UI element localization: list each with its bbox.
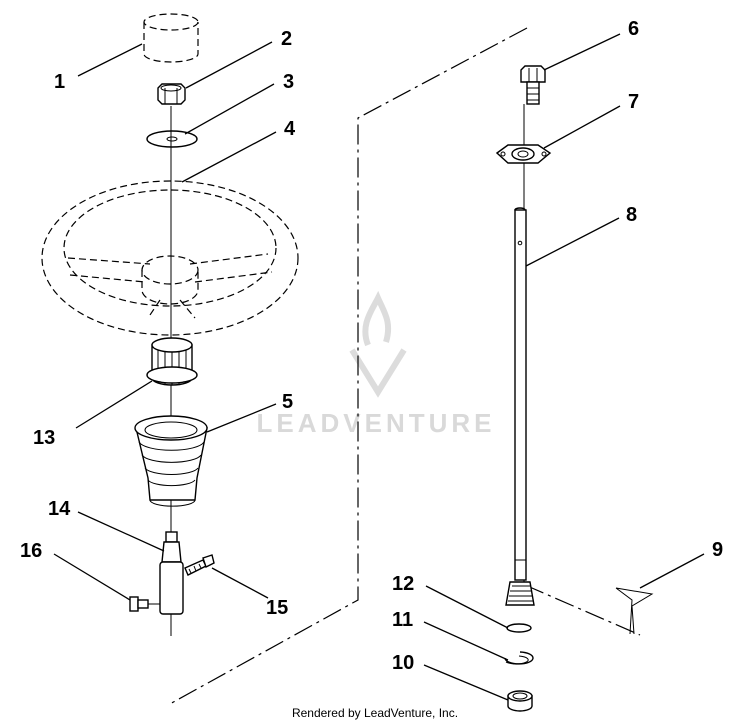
callout-11: 11: [392, 609, 413, 631]
callout-2: 2: [281, 28, 292, 50]
callout-labels: 1 2 3 4 5 6 7 8 9 10 11 12 13 14 15 16: [20, 18, 723, 674]
part-3-washer: [146, 130, 198, 148]
part-5-boot: [134, 415, 208, 507]
watermark: LEADVENTURE: [256, 290, 495, 438]
callout-9: 9: [712, 539, 723, 561]
part-1-cap: [143, 13, 199, 63]
callout-7: 7: [628, 91, 639, 113]
part-12-gear: [505, 581, 535, 633]
part-9-clip: [615, 587, 654, 635]
centerline-gear: [524, 584, 641, 636]
callout-6: 6: [628, 18, 639, 40]
part-2-nut: [157, 83, 186, 105]
callout-14: 14: [48, 498, 71, 520]
callout-4: 4: [284, 118, 296, 140]
callout-3: 3: [283, 71, 294, 93]
part-6-bolt: [520, 65, 546, 105]
part-14-shaft: [159, 531, 184, 636]
part-15-bolt: [184, 554, 215, 576]
callout-13: 13: [33, 427, 55, 449]
callout-1: 1: [54, 71, 65, 93]
callout-10: 10: [392, 652, 414, 674]
footer-credit: Rendered by LeadVenture, Inc.: [291, 706, 459, 720]
part-8-shaft: [514, 207, 527, 581]
watermark-text: LEADVENTURE: [256, 408, 495, 438]
part-16-fitting: [129, 596, 160, 612]
watermark-logo-icon: [349, 290, 407, 398]
part-4-steering-wheel: [41, 180, 299, 336]
part-10-bushing: [507, 690, 533, 712]
callout-15: 15: [266, 597, 288, 619]
subassembly-boundary: [167, 27, 528, 706]
leader-lines: [53, 33, 705, 701]
callout-16: 16: [20, 540, 42, 562]
callout-5: 5: [282, 391, 293, 413]
callout-8: 8: [626, 204, 637, 226]
callout-12: 12: [392, 573, 414, 595]
part-11-snap-ring: [504, 651, 534, 665]
part-13-bushing: [146, 337, 198, 386]
part-7-flange: [495, 144, 552, 164]
